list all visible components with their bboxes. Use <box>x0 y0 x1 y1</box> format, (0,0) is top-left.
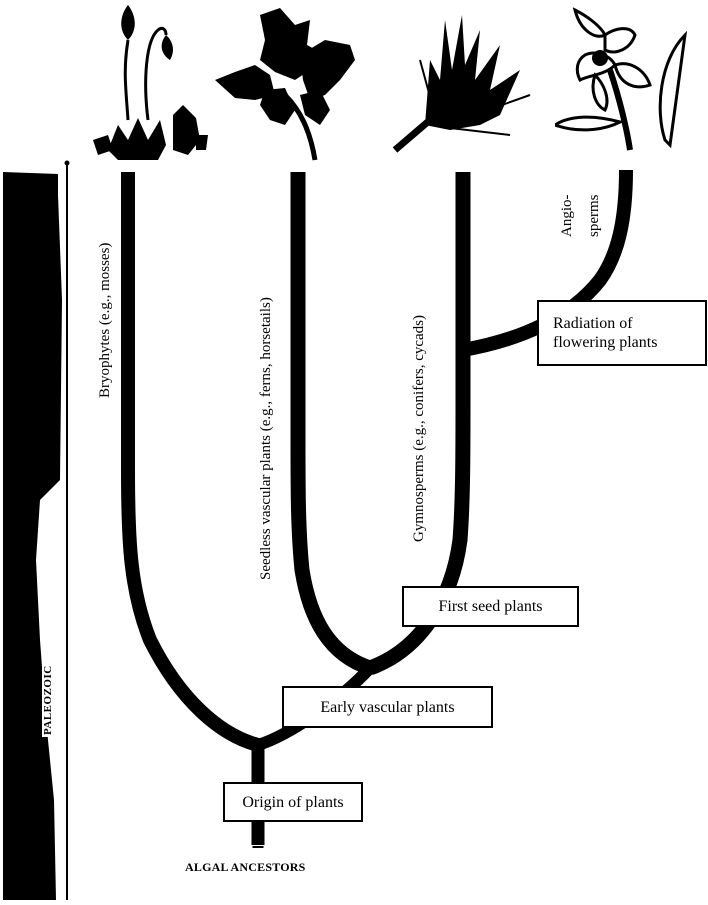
moss-icon <box>93 5 208 160</box>
event-radiation-flowering-plants: Radiation of flowering plants <box>537 300 707 366</box>
lineage-label-seedless-vascular: Seedless vascular plants (e.g., ferns, h… <box>258 297 274 580</box>
event-radiation-line2: flowering plants <box>553 334 658 351</box>
era-label-paleozoic: PALEOZOIC <box>42 663 54 737</box>
flower-icon <box>555 7 688 151</box>
branch-seed-plants <box>367 172 471 676</box>
event-first-seed-plants-label: First seed plants <box>438 598 543 615</box>
event-origin-of-plants-label: Origin of plants <box>242 793 344 811</box>
root-label-algal-ancestors: ALGAL ANCESTORS <box>185 860 306 874</box>
event-early-vascular-plants-label: Early vascular plants <box>320 698 455 716</box>
conifer-icon <box>392 15 531 153</box>
event-radiation-line1: Radiation of <box>553 315 633 332</box>
lineage-label-angiosperms-line1: Angio- <box>559 194 575 238</box>
lineage-label-bryophytes: Bryophytes (e.g., mosses) <box>97 242 113 398</box>
branch-bryophytes <box>121 172 260 752</box>
event-first-seed-plants: First seed plants <box>402 586 579 627</box>
branch-angiosperms <box>461 169 633 357</box>
lineage-label-gymnosperms: Gymnosperms (e.g., conifers, cycads) <box>411 314 427 542</box>
time-bar-fill <box>3 172 62 900</box>
time-bar-top-cap <box>64 160 70 166</box>
event-origin-of-plants: Origin of plants <box>223 782 363 822</box>
lineage-label-angiosperms-line2: sperms <box>586 194 602 238</box>
branch-seedless-vascular <box>290 172 373 676</box>
event-early-vascular-plants: Early vascular plants <box>282 686 493 728</box>
fern-icon <box>215 8 355 161</box>
